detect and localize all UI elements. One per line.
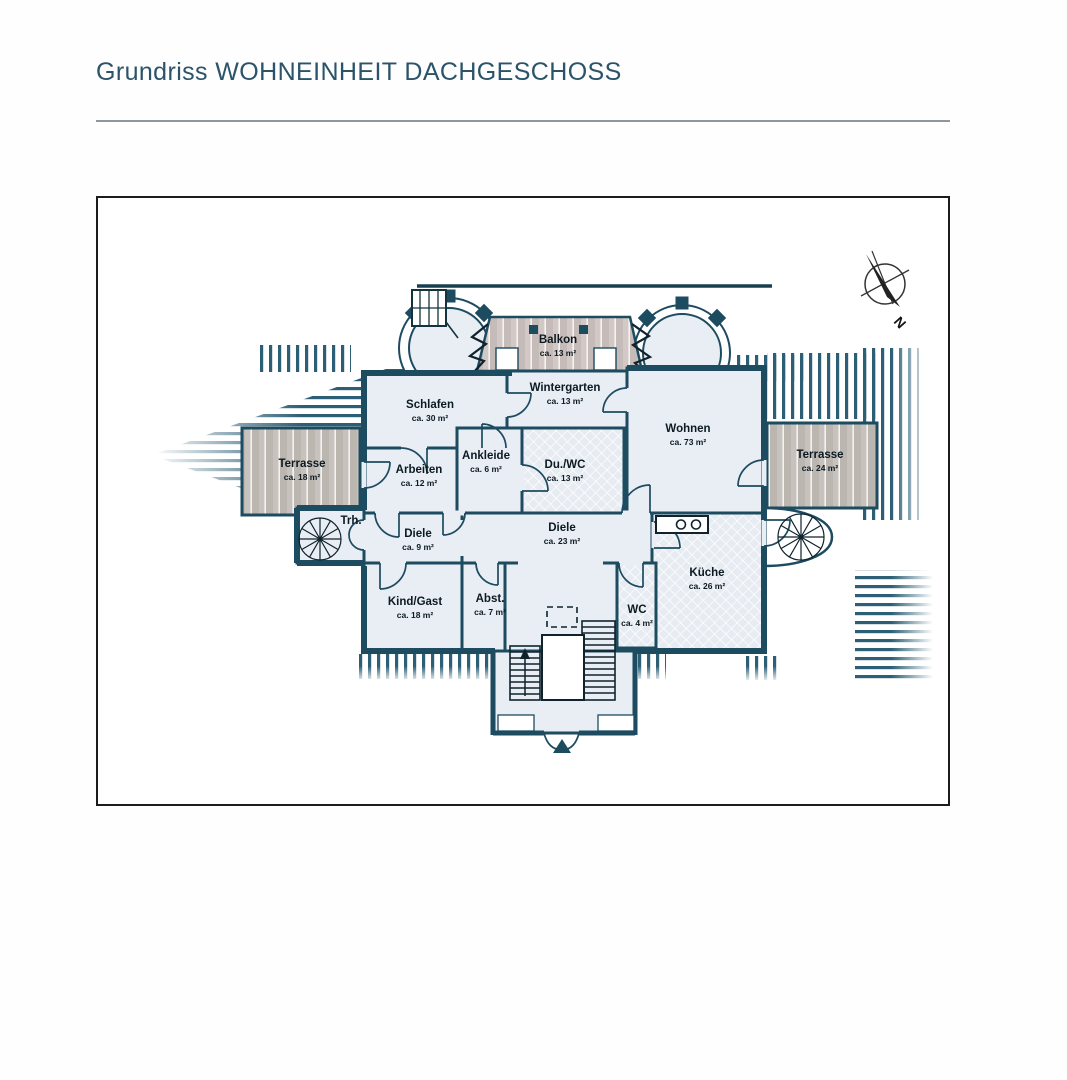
door-openings (361, 388, 767, 566)
compass-icon: N (860, 250, 910, 332)
room-label-arbeiten: Arbeiten ca. 12 m² (395, 464, 443, 488)
compass-north-label: N (891, 313, 910, 331)
terrace-right-area (765, 421, 879, 510)
title-divider (96, 120, 950, 122)
entrance-arrow-icon (553, 739, 571, 753)
room-label-diele-klein: Diele ca. 9 m² (402, 528, 434, 552)
staircase-icon (509, 620, 616, 701)
room-label-du-wc: Du./WC ca. 13 m² (544, 459, 586, 483)
plan-frame: N Balkon ca. 13 m² Wintergarten ca. 13 m… (96, 196, 950, 806)
room-label-ankleide: Ankleide ca. 6 m² (462, 450, 510, 474)
room-label-terrasse-links: Terrasse ca. 18 m² (278, 458, 326, 482)
room-label-abstellraum: Abst. ca. 7 m² (474, 593, 506, 617)
room-label-wohnen: Wohnen ca. 73 m² (665, 423, 711, 447)
stove-icon (655, 515, 709, 534)
room-label-balkon: Balkon ca. 13 m² (538, 334, 578, 358)
room-label-schlafen: Schlafen ca. 30 m² (406, 399, 454, 423)
spiral-staircase-right-icon (777, 513, 825, 561)
room-label-kind-gast: Kind/Gast ca. 18 m² (387, 596, 443, 620)
floor-plan-drawing: N (152, 250, 933, 753)
room-label-terrasse-rechts: Terrasse ca. 24 m² (796, 449, 844, 473)
skylight-marker (546, 606, 578, 628)
terrace-left-area (240, 426, 362, 517)
spiral-staircase-left-icon (298, 517, 342, 561)
room-label-kueche: Küche ca. 26 m² (688, 567, 726, 591)
room-label-wc: WC ca. 4 m² (621, 604, 653, 628)
room-label-treppenhaus: Trh. (340, 515, 362, 528)
roof-window-icon (411, 289, 459, 339)
page-title: Grundriss WOHNEINHEIT DACHGESCHOSS (96, 58, 622, 86)
roof-hatching-right (734, 348, 933, 683)
room-label-wintergarten: Wintergarten ca. 13 m² (529, 382, 601, 406)
rooms (295, 366, 766, 655)
room-label-diele-gross: Diele ca. 23 m² (543, 522, 581, 546)
